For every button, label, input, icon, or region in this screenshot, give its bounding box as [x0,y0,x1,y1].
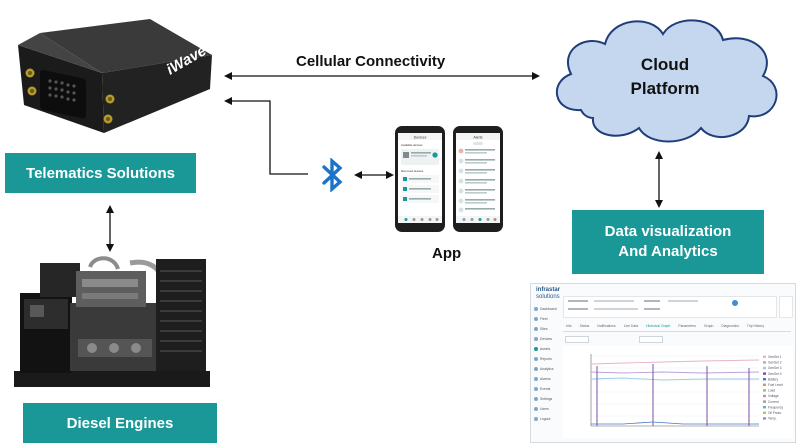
legend-label: GenSet 2 [768,361,782,365]
legend-swatch [763,394,766,398]
sidebar-item-label: Assets [540,347,551,351]
sidebar-item-label: Alarms [540,377,551,381]
nav-icon [534,377,538,381]
nav-icon [534,307,538,311]
sidebar-item-label: Reports [540,357,552,361]
sidebar-item-label: Settings [540,397,553,401]
telematics-solutions-label: Telematics Solutions [26,164,175,182]
sidebar-item[interactable]: Sites [531,324,557,334]
telematics-solutions-box: Telematics Solutions [5,153,196,193]
nav-icon [534,337,538,341]
legend-label: Load [768,389,775,393]
left-phone-section1: Available devices [401,143,423,147]
sidebar-item-label: Events [540,387,551,391]
legend-swatch [763,400,766,403]
nav-icon [534,317,538,321]
legend-swatch [763,355,766,358]
legend-swatch [763,389,766,392]
legend-label: GenSet 4 [768,372,782,376]
left-phone-section2: Removed devices [401,169,424,173]
telematics-device-image: iWave [18,19,212,133]
cellular-connectivity-label: Cellular Connectivity [296,53,446,70]
legend-label: Fuel Level [768,383,783,387]
cloud-shape: Cloud Platform [555,19,778,143]
dashboard-tab[interactable]: Graph [703,324,714,328]
cloud-label-line2: Platform [631,79,700,98]
nav-icon [534,387,538,391]
sidebar-item[interactable]: Assets [531,344,557,354]
sidebar-item-label: Sites [540,327,548,331]
dashboard-tab[interactable]: Parameters [678,324,696,328]
app-label: App [432,245,462,262]
sidebar-item[interactable]: Dashboard [531,304,557,314]
nav-icon [534,397,538,401]
left-phone-title: Devices [414,136,427,140]
analytics-label: And Analytics [618,243,718,260]
legend-swatch [763,383,766,386]
diesel-engines-label: Diesel Engines [66,414,174,432]
legend-label: Frequency [768,405,783,409]
dashboard-tab[interactable]: Diagnostics [721,324,739,328]
legend-swatch [763,406,766,409]
legend-label: GenSet 3 [768,366,782,370]
right-phone-title: Alerts [473,136,482,140]
data-visualization-box: Data visualization And Analytics [572,210,764,274]
sidebar-item-label: Users [540,407,549,411]
nav-icon [534,367,538,371]
dashboard-logo-line2: solutions [536,294,560,300]
nav-icon [534,417,538,421]
legend-swatch [763,411,766,414]
dashboard-info-panel [563,296,777,318]
sidebar-item[interactable]: Users [531,404,557,414]
legend-label: Oil Press. [768,411,782,415]
dashboard-tab[interactable]: Historical Graph [646,324,671,328]
sidebar-item[interactable]: Analytics [531,364,557,374]
data-visualization-label: Data visualization [604,223,732,240]
sidebar-item[interactable]: Settings [531,394,557,404]
device-bluetooth-connector [224,97,308,175]
legend-swatch [763,361,766,364]
legend-label: Temp. [768,417,777,421]
sidebar-item[interactable]: Logout [531,414,557,424]
legend-label: Voltage [768,394,779,398]
sidebar-item-label: Devices [540,337,553,341]
legend-label: GenSet 1 [768,355,782,359]
sidebar-item[interactable]: Devices [531,334,557,344]
nav-icon [534,347,538,351]
legend-swatch [763,417,766,420]
dashboard-tab[interactable]: Status [579,324,590,328]
legend-swatch [763,366,766,370]
dashboard-tab[interactable]: Trip History [746,324,765,328]
nav-icon [534,407,538,411]
diesel-generator-image [14,256,210,387]
sidebar-item-label: Fleet [540,317,548,321]
dashboard-logo: infrastar solutions [536,287,560,301]
sidebar-item-label: Logout [540,417,551,421]
mobile-app-screens: Devices Available devices Removed device… [395,126,503,232]
legend-label: Battery [768,377,779,381]
dashboard-tab[interactable]: Info [566,324,572,328]
sidebar-item[interactable]: Reports [531,354,557,364]
dashboard-logo-line1: infrastar [536,287,561,293]
legend-swatch [763,372,766,375]
bluetooth-icon [322,158,343,192]
sidebar-item[interactable]: Fleet [531,314,557,324]
nav-icon [534,327,538,331]
sidebar-item[interactable]: Alarms [531,374,557,384]
legend-swatch [763,378,766,381]
sidebar-item-label: Dashboard [540,307,557,311]
dashboard-tabs: Info Status Notifications Live Data Historic… [563,324,791,332]
cloud-label-line1: Cloud [641,55,689,74]
dashboard-tab[interactable]: Live Data [623,324,639,328]
dashboard-tab[interactable]: Notifications [597,324,616,328]
nav-icon [534,357,538,361]
diesel-engines-box: Diesel Engines [23,403,217,443]
sidebar-item-label: Analytics [540,367,554,371]
legend-label: Current [768,400,779,404]
sidebar-item[interactable]: Events [531,384,557,394]
